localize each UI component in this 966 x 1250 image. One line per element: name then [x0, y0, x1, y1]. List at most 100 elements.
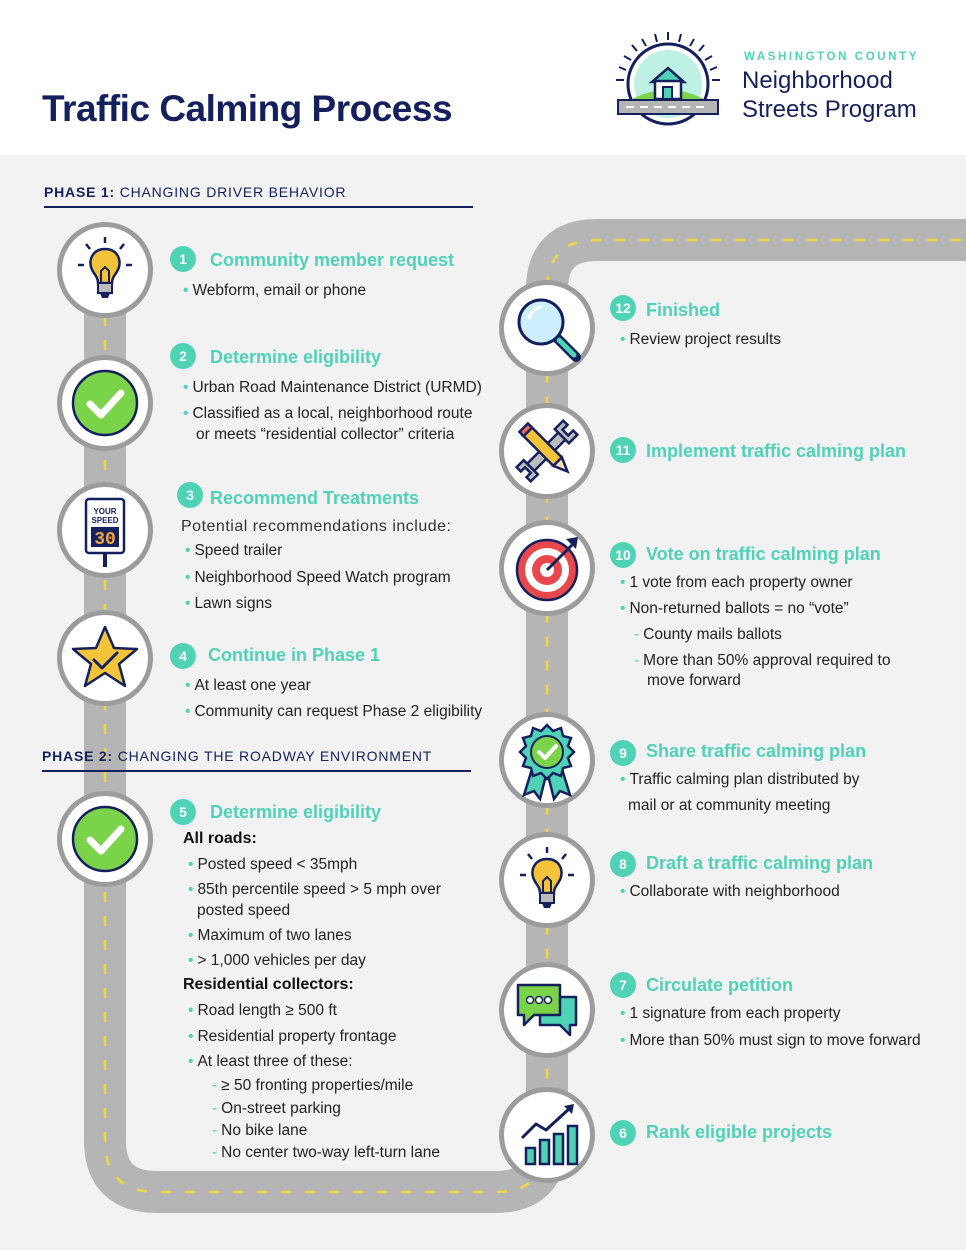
step-2-icon-circle — [57, 355, 153, 451]
bar-chart-icon — [520, 1104, 579, 1166]
sub-bullet-text: No bike lane — [221, 1122, 308, 1139]
step-8-bullet: •Collaborate with neighborhood — [620, 883, 840, 900]
step-10-sub-bullet: -More than 50% approval required to — [634, 652, 891, 669]
step-1-icon-circle — [57, 222, 153, 318]
bullet-text: Maximum of two lanes — [197, 927, 352, 944]
step-10-sub-bullet: -County mails ballots — [634, 626, 782, 643]
bullet-text: Residential property frontage — [197, 1028, 397, 1045]
sign-text-speed: SPEED — [91, 516, 118, 525]
phase-1-number: PHASE 1: — [44, 184, 115, 200]
step-10-bullet: •Non-returned ballots = no “vote” — [620, 600, 849, 617]
bullet-text: At least three of these: — [197, 1053, 353, 1070]
program-name: Neighborhood Streets Program — [742, 66, 917, 124]
step-10-icon-circle — [499, 520, 595, 616]
program-line2: Streets Program — [742, 96, 917, 123]
step-4-number: 4 — [170, 643, 196, 669]
step-11-icon-circle — [499, 403, 595, 499]
step-10-number: 10 — [610, 542, 636, 568]
bullet-text: Classified as a local, neighborhood rout… — [192, 405, 473, 422]
step-3-intro: Potential recommendations include: — [181, 518, 452, 535]
star-icon — [71, 625, 139, 688]
bullet-text: More than 50% must sign to move forward — [629, 1032, 921, 1049]
sub-bullet-text: More than 50% approval required to — [643, 652, 891, 669]
step-11-title: Implement traffic calming plan — [646, 441, 907, 461]
step-5-sub-bullet: -≥ 50 fronting properties/mile — [212, 1077, 414, 1094]
bullet-text: Lawn signs — [194, 595, 272, 612]
step-5-sub-bullet: -No bike lane — [212, 1122, 308, 1139]
step-2-bullet: •Classified as a local, neighborhood rou… — [183, 405, 473, 422]
step-5-number: 5 — [170, 799, 196, 825]
step-6-icon-circle — [499, 1087, 595, 1183]
step-5-bullet: •85th percentile speed > 5 mph over — [188, 881, 441, 898]
chat-bubbles-icon — [516, 983, 578, 1037]
magnifier-icon — [517, 298, 581, 362]
tools-icon — [514, 418, 580, 484]
bullet-text: Neighborhood Speed Watch program — [194, 569, 451, 586]
step-11-number: 11 — [610, 437, 636, 463]
sub-bullet-text: ≥ 50 fronting properties/mile — [221, 1077, 414, 1094]
step-10-sub-bullet-cont: move forward — [647, 672, 741, 689]
step-4-icon-circle — [57, 610, 153, 706]
sign-speed-value: 30 — [94, 530, 116, 550]
step-7-title: Circulate petition — [646, 975, 794, 995]
step-7-bullet: •1 signature from each property — [620, 1005, 841, 1022]
step-1-title: Community member request — [210, 250, 455, 270]
lightbulb-icon — [520, 847, 574, 908]
step-3-title: Recommend Treatments — [210, 488, 420, 508]
page-title: Traffic Calming Process — [42, 88, 453, 129]
step-3-bullet: •Lawn signs — [185, 595, 272, 612]
target-icon — [515, 537, 579, 602]
bullet-text: Posted speed < 35mph — [197, 856, 358, 873]
step-6-title: Rank eligible projects — [646, 1122, 833, 1142]
step-9-icon-circle — [499, 712, 595, 808]
step-9-number: 9 — [610, 740, 636, 766]
step-5-bullet: •Posted speed < 35mph — [188, 856, 358, 873]
step-5-bullet: •At least three of these: — [188, 1053, 353, 1070]
house-sun-badge-icon — [616, 32, 720, 126]
step-12-number: 12 — [610, 295, 636, 321]
step-5-residential-heading: Residential collectors: — [183, 976, 354, 993]
step-1-number: 1 — [170, 246, 196, 272]
bullet-text: 85th percentile speed > 5 mph over — [197, 881, 441, 898]
county-name: WASHINGTON COUNTY — [744, 51, 919, 63]
step-8-title: Draft a traffic calming plan — [646, 853, 874, 873]
sign-text-your: YOUR — [93, 507, 116, 516]
step-7-bullet: •More than 50% must sign to move forward — [620, 1032, 921, 1049]
step-3-bullet: •Speed trailer — [185, 542, 283, 559]
step-12-title: Finished — [646, 300, 721, 320]
step-2-number: 2 — [170, 343, 196, 369]
step-12-bullet: •Review project results — [620, 331, 782, 348]
step-5-sub-bullet: -No center two-way left-turn lane — [212, 1144, 440, 1161]
step-9-bullet-cont: mail or at community meeting — [628, 797, 831, 814]
step-5-bullet-cont: posted speed — [197, 902, 291, 919]
phase-2-number: PHASE 2: — [42, 748, 113, 764]
step-9-title: Share traffic calming plan — [646, 741, 867, 761]
speed-sign-icon: YOUR SPEED 30 — [84, 497, 126, 567]
step-8-number: 8 — [610, 851, 636, 877]
sub-bullet-text: County mails ballots — [643, 626, 782, 643]
step-7-number: 7 — [610, 972, 636, 998]
step-4-bullet: •At least one year — [185, 677, 311, 694]
step-3-number: 3 — [177, 482, 203, 508]
bullet-text: Webform, email or phone — [192, 282, 367, 299]
step-5-icon-circle — [57, 791, 153, 887]
bullet-text: Urban Road Maintenance District (URMD) — [192, 379, 482, 396]
bullet-text: > 1,000 vehicles per day — [197, 952, 366, 969]
step-2-bullet-cont: or meets “residential collector” criteri… — [196, 426, 455, 443]
step-7-icon-circle — [499, 962, 595, 1058]
lightbulb-icon — [78, 237, 132, 298]
step-1-bullet: •Webform, email or phone — [183, 282, 367, 299]
bullet-text: Non-returned ballots = no “vote” — [629, 600, 849, 617]
step-10-title: Vote on traffic calming plan — [646, 544, 881, 564]
step-4-bullet: •Community can request Phase 2 eligibili… — [185, 703, 483, 720]
step-2-bullet: •Urban Road Maintenance District (URMD) — [183, 379, 482, 396]
sub-bullet-text: On-street parking — [221, 1100, 341, 1117]
bullet-text: Collaborate with neighborhood — [629, 883, 840, 900]
checkmark-icon — [71, 805, 139, 873]
bullet-text: Road length ≥ 500 ft — [197, 1002, 337, 1019]
bullet-text: 1 vote from each property owner — [629, 574, 853, 591]
bullet-text: Traffic calming plan distributed by — [629, 771, 860, 788]
phase-2-label: PHASE 2: CHANGING THE ROADWAY ENVIRONMEN… — [42, 748, 471, 772]
step-3-bullet: •Neighborhood Speed Watch program — [185, 569, 451, 586]
step-5-all-roads-heading: All roads: — [183, 830, 257, 847]
